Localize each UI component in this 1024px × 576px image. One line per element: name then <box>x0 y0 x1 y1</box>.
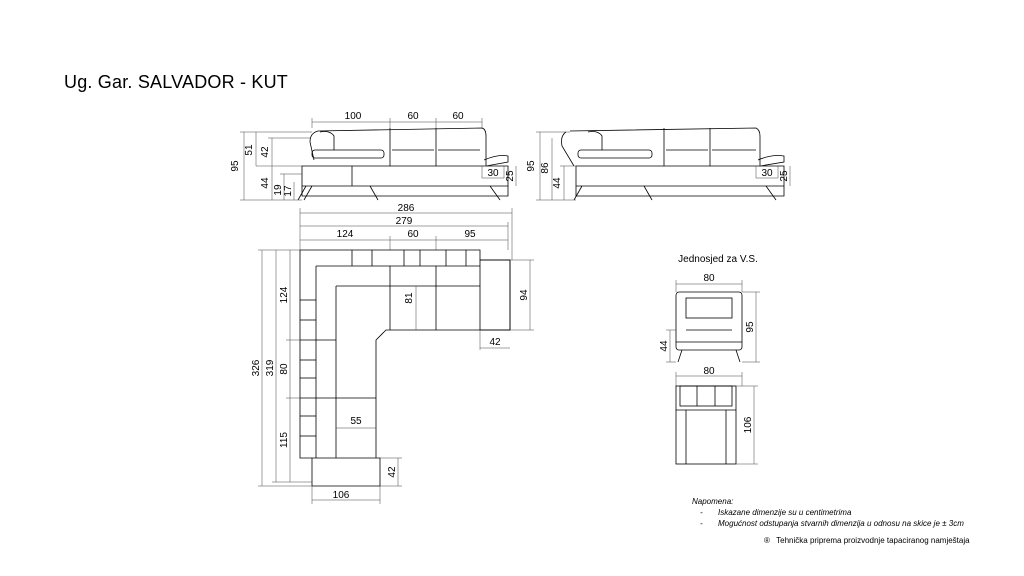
notes-line-1: Iskazane dimenzije su u centimetrima <box>718 508 852 517</box>
plan-dim-286: 286 <box>398 203 415 214</box>
notes-heading: Napomena: <box>692 497 734 506</box>
plan-dim-42-bottom: 42 <box>387 466 398 478</box>
side-dim-30: 30 <box>761 168 773 179</box>
single-front-height: 95 <box>745 321 756 333</box>
page-title: Ug. Gar. SALVADOR - KUT <box>64 72 288 92</box>
plan-dim-124-left: 124 <box>279 286 290 303</box>
front-dim-42: 42 <box>260 146 271 158</box>
side-dim-25: 25 <box>779 170 790 182</box>
front-dim-44: 44 <box>260 177 271 189</box>
plan-dim-94: 94 <box>519 289 530 301</box>
plan-dim-95: 95 <box>464 229 476 240</box>
plan-dim-80-left: 80 <box>279 363 290 375</box>
front-dim-95: 95 <box>230 160 241 172</box>
side-dim-86: 86 <box>540 162 551 174</box>
single-front-seat: 44 <box>659 340 670 352</box>
plan-dim-279: 279 <box>396 216 413 227</box>
plan-dim-319: 319 <box>265 359 276 376</box>
single-seat-view: Jednosjed za V.S. 80 95 44 80 <box>659 254 760 465</box>
single-front-width: 80 <box>703 273 715 284</box>
plan-dim-42-right: 42 <box>489 337 501 348</box>
front-view: 100 60 60 95 51 42 44 19 <box>230 111 517 201</box>
plan-dim-115: 115 <box>279 432 290 448</box>
single-plan-depth: 106 <box>743 416 754 433</box>
side-dim-95: 95 <box>526 160 537 172</box>
front-dim-100: 100 <box>345 111 362 122</box>
front-dim-19: 19 <box>273 184 284 196</box>
single-seat-title: Jednosjed za V.S. <box>678 254 758 265</box>
front-dim-51: 51 <box>244 144 255 156</box>
side-view: 95 86 44 30 25 <box>526 127 791 201</box>
notes-bullet-2: - <box>700 519 703 528</box>
registered-icon: ® <box>764 536 770 545</box>
notes-bullet-1: - <box>700 508 703 517</box>
single-plan-width: 80 <box>703 366 715 377</box>
footer: ® Tehnička priprema proizvodnje tapacira… <box>764 536 970 545</box>
front-dim-17: 17 <box>283 185 294 197</box>
front-dim-60a: 60 <box>407 111 419 122</box>
plan-view: 286 279 124 60 95 <box>251 203 534 504</box>
footer-text: Tehnička priprema proizvodnje tapacirano… <box>776 536 970 545</box>
plan-dim-326: 326 <box>251 359 262 376</box>
plan-dim-106: 106 <box>333 490 350 501</box>
front-dim-25: 25 <box>505 170 516 182</box>
front-dim-60b: 60 <box>452 111 464 122</box>
plan-dim-124: 124 <box>337 229 354 240</box>
notes-line-2: Mogućnost odstupanja stvarnih dimenzija … <box>718 519 964 528</box>
side-dim-44: 44 <box>552 177 563 189</box>
front-dim-30: 30 <box>487 168 499 179</box>
plan-dim-81: 81 <box>404 292 415 304</box>
plan-dim-60: 60 <box>407 229 419 240</box>
plan-dim-55: 55 <box>350 416 362 427</box>
